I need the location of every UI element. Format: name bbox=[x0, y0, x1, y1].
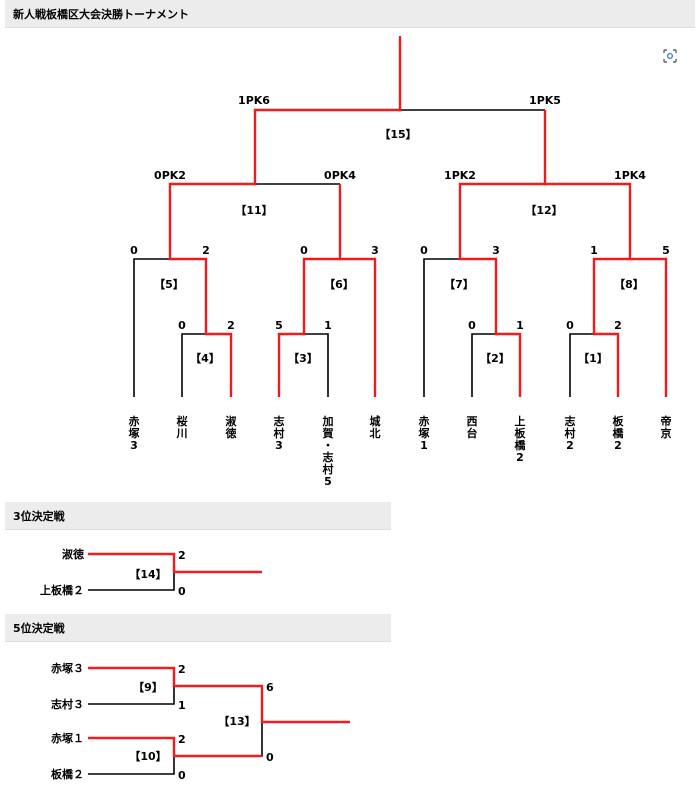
team-name: 桜川 bbox=[176, 414, 188, 440]
score-m6-left: 0 bbox=[300, 244, 308, 257]
fifth-team-4: 板橋２ bbox=[51, 767, 84, 781]
score-m6-right: 3 bbox=[371, 244, 379, 257]
score-m4-right: 2 bbox=[227, 319, 235, 332]
match-label-9: 【9】 bbox=[133, 681, 163, 694]
score-m15-right: 1PK5 bbox=[529, 94, 561, 107]
score-m11-right: 0PK4 bbox=[324, 169, 356, 182]
match-label-1: 【1】 bbox=[578, 352, 608, 365]
score-m4-left: 0 bbox=[178, 319, 186, 332]
score-m8-right: 5 bbox=[662, 244, 670, 257]
google-lens-icon[interactable] bbox=[658, 44, 682, 68]
score-m1-left: 0 bbox=[566, 319, 574, 332]
match-label-6: 【6】 bbox=[324, 278, 354, 291]
match-label-10: 【10】 bbox=[129, 750, 166, 763]
match-label-7: 【7】 bbox=[444, 278, 474, 291]
match-label-4: 【4】 bbox=[190, 352, 220, 365]
team-name: 淑徳 bbox=[225, 414, 237, 440]
match-label-12: 【12】 bbox=[525, 204, 562, 217]
fifth-team-2: 志村３ bbox=[51, 697, 84, 711]
team-name: 城北 bbox=[370, 414, 381, 440]
third-score-bottom: 0 bbox=[178, 585, 186, 598]
score-m8-left: 1 bbox=[590, 244, 598, 257]
match-scores: 1PK6 1PK5 0PK2 0PK4 1PK2 1PK4 0 2 0 3 0 … bbox=[130, 94, 670, 332]
fifth-team-1: 赤塚３ bbox=[51, 661, 84, 675]
score-m13-bottom: 0 bbox=[266, 751, 274, 764]
score-m7-right: 3 bbox=[492, 244, 500, 257]
third-team-bottom: 上板橋２ bbox=[40, 583, 84, 597]
match-label-3: 【3】 bbox=[288, 352, 318, 365]
match-labels: 【15】 【11】 【12】 【5】 【6】 【7】 【8】 【4】 【3】 【… bbox=[154, 128, 644, 365]
score-m9-bottom: 1 bbox=[178, 699, 186, 712]
score-m5-left: 0 bbox=[130, 244, 138, 257]
score-m11-left: 0PK2 bbox=[154, 169, 186, 182]
match-label-5: 【5】 bbox=[154, 278, 184, 291]
score-m2-right: 1 bbox=[516, 319, 524, 332]
third-place-bracket: 淑徳 上板橋２ 2 0 【14】 bbox=[40, 547, 262, 598]
match-label-11: 【11】 bbox=[235, 204, 272, 217]
score-m13-top: 6 bbox=[266, 681, 274, 694]
team-name: 帝京 bbox=[661, 414, 672, 440]
third-team-top: 淑徳 bbox=[62, 547, 84, 561]
third-place-header: 3位決定戦 bbox=[5, 502, 391, 530]
match-label-8: 【8】 bbox=[614, 278, 644, 291]
match-label-15: 【15】 bbox=[379, 128, 416, 141]
team-name: 西台 bbox=[467, 415, 478, 440]
score-m3-left: 5 bbox=[275, 319, 283, 332]
match-label-14: 【14】 bbox=[129, 568, 166, 581]
tournament-title-text: 新人戦板橋区大会決勝トーナメント bbox=[13, 7, 189, 21]
score-m3-right: 1 bbox=[324, 319, 332, 332]
third-place-header-text: 3位決定戦 bbox=[13, 509, 65, 523]
score-m12-right: 1PK4 bbox=[614, 169, 646, 182]
score-m7-left: 0 bbox=[420, 244, 428, 257]
fifth-place-bracket: 赤塚３ 志村３ 赤塚１ 板橋２ 2 1 2 0 6 0 【9】 【10】 【13… bbox=[51, 661, 350, 782]
match-label-2: 【2】 bbox=[480, 352, 510, 365]
score-m5-right: 2 bbox=[202, 244, 210, 257]
match-label-13: 【13】 bbox=[218, 715, 255, 728]
score-m2-left: 0 bbox=[468, 319, 476, 332]
tournament-title: 新人戦板橋区大会決勝トーナメント bbox=[5, 0, 695, 28]
score-m9-top: 2 bbox=[178, 663, 186, 676]
third-score-top: 2 bbox=[178, 549, 186, 562]
score-m10-bottom: 0 bbox=[178, 769, 186, 782]
fifth-place-header-text: 5位決定戦 bbox=[13, 621, 65, 635]
score-m10-top: 2 bbox=[178, 733, 186, 746]
score-m12-left: 1PK2 bbox=[444, 169, 476, 182]
score-m15-left: 1PK6 bbox=[238, 94, 270, 107]
fifth-place-header: 5位決定戦 bbox=[5, 614, 391, 642]
score-m1-right: 2 bbox=[614, 319, 622, 332]
fifth-team-3: 赤塚１ bbox=[51, 731, 84, 745]
bracket-winner-lines bbox=[168, 36, 668, 397]
